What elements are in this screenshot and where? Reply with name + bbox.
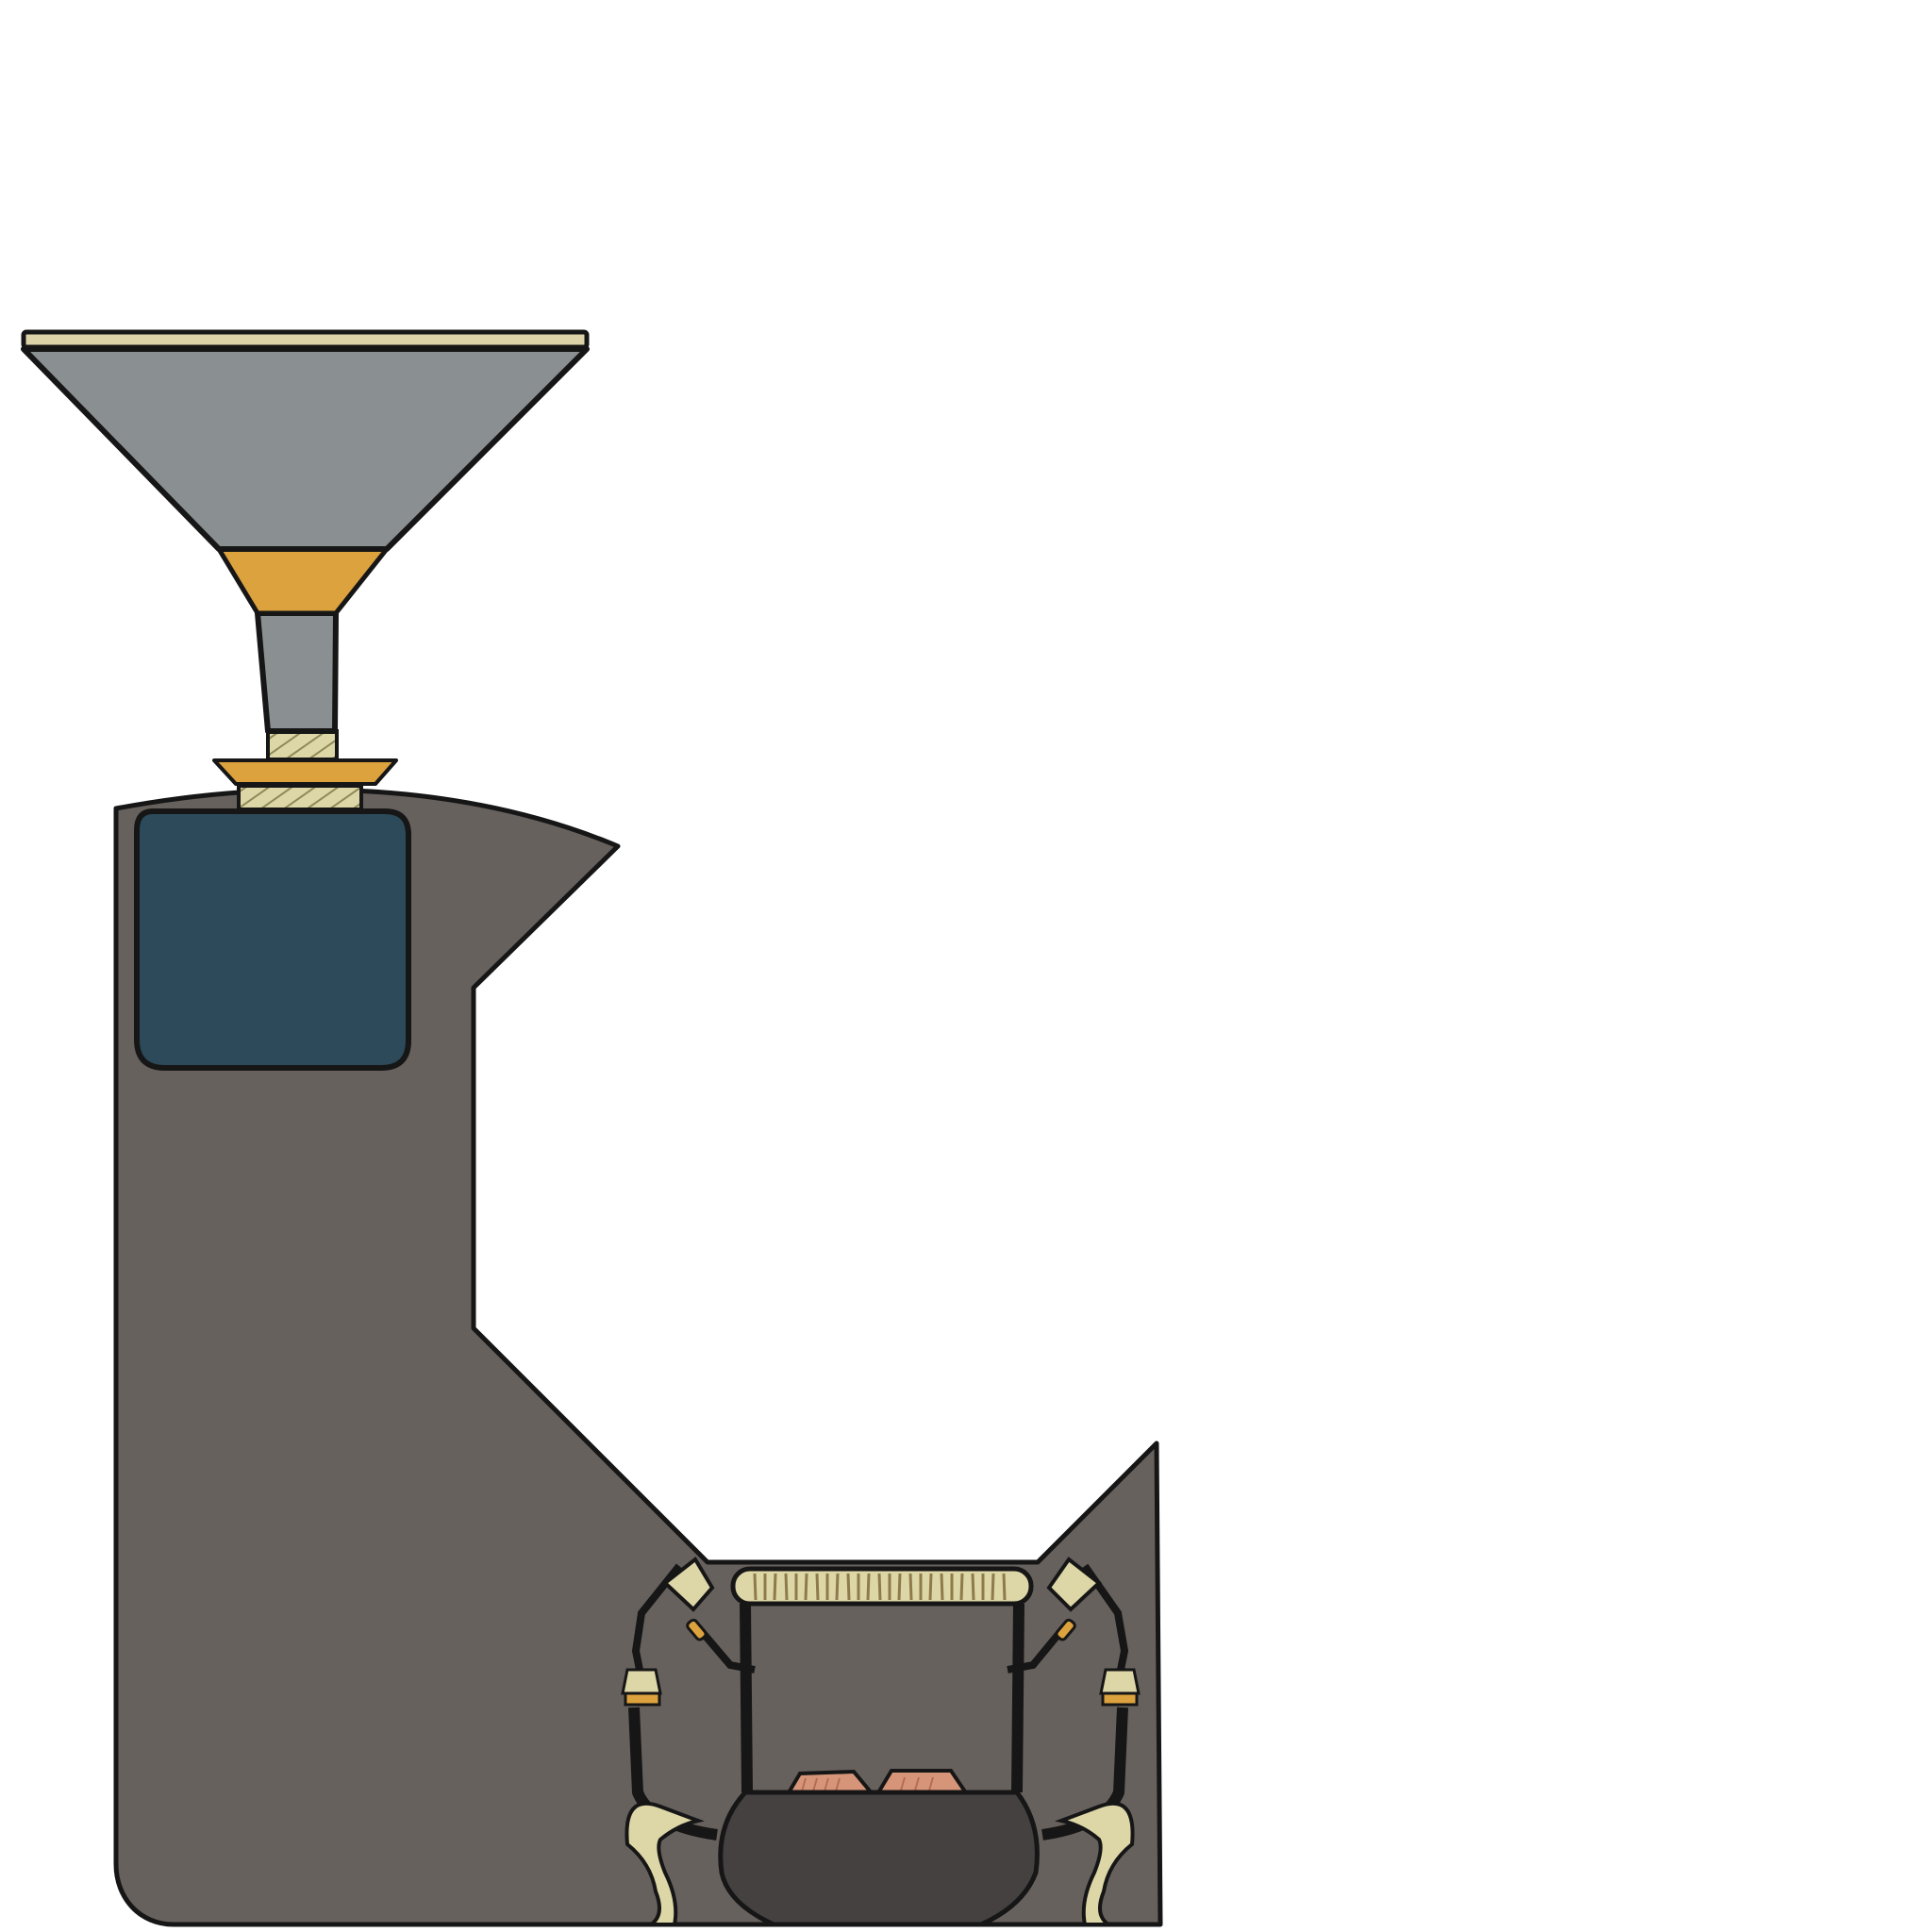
funnel-collar	[219, 549, 387, 613]
tank	[137, 811, 408, 1068]
neck-fitting-top	[268, 731, 337, 759]
funnel-stem	[258, 613, 336, 731]
bar-stripe	[837, 1574, 838, 1600]
funnel-rim	[24, 332, 587, 347]
bar-stripe	[817, 1574, 818, 1600]
bar-stripe	[806, 1574, 807, 1600]
neck-fitting-collar	[214, 760, 396, 784]
bar-stripe	[910, 1574, 911, 1600]
bar-stripe	[879, 1574, 880, 1600]
bar-stripe	[992, 1574, 993, 1600]
bar-stripe	[961, 1574, 962, 1600]
neck-fitting-base	[239, 786, 361, 809]
bar-stripe	[755, 1574, 756, 1600]
bar-stripe	[868, 1574, 869, 1600]
bar-stripe	[1004, 1574, 1005, 1600]
bar-stripe	[899, 1574, 900, 1600]
bar-stripe	[973, 1574, 974, 1600]
bar-stripe	[774, 1574, 775, 1600]
cauldron-icon	[721, 1792, 1038, 1924]
funnel-icon	[24, 349, 587, 549]
basket-bar	[733, 1569, 1031, 1604]
bar-stripe	[941, 1574, 942, 1600]
bar-stripe	[848, 1574, 849, 1600]
bar-stripe	[930, 1574, 931, 1600]
bar-stripe	[786, 1574, 787, 1600]
